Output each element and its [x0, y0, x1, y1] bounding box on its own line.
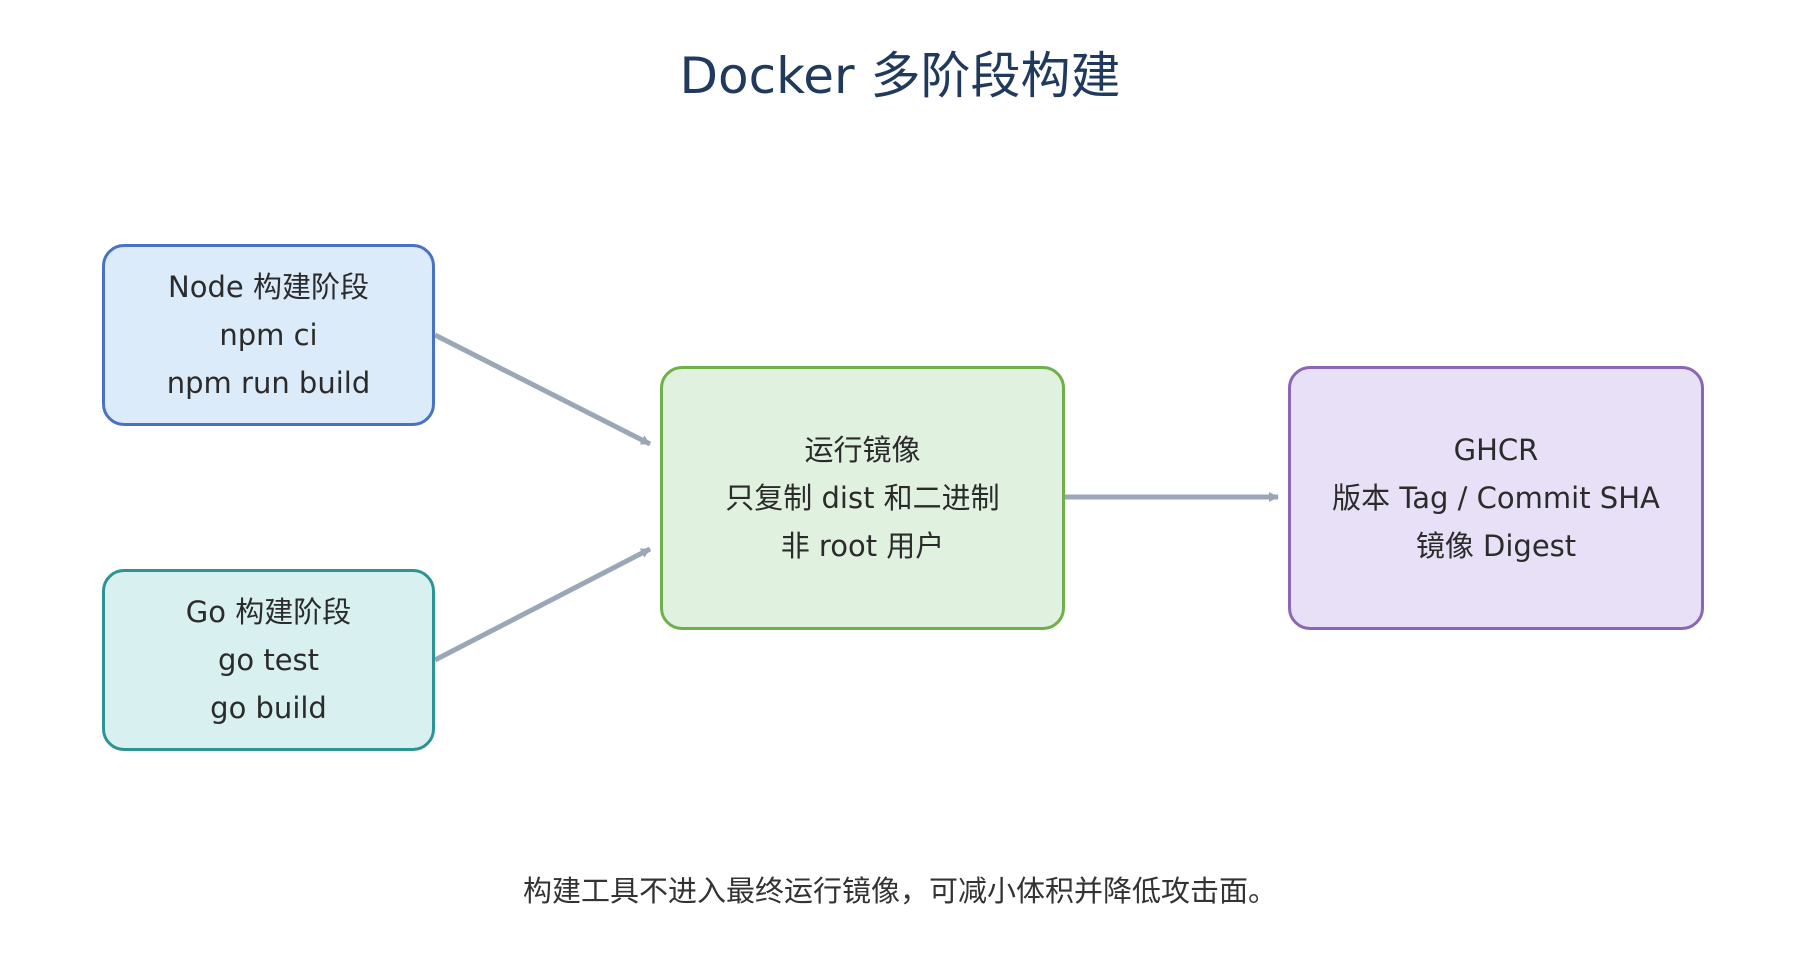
ghcr-registry-box: GHCR 版本 Tag / Commit SHA 镜像 Digest: [1288, 366, 1704, 630]
edge-go-stage-to-runtime: [433, 546, 652, 663]
go-build-stage-step-build: go build: [210, 691, 327, 725]
go-build-stage-step-test: go test: [217, 643, 320, 677]
ghcr-registry-tag-note: 版本 Tag / Commit SHA: [1332, 481, 1660, 515]
node-build-stage-step-build: npm run build: [166, 366, 371, 400]
edge-node-stage-to-runtime: [433, 332, 652, 447]
go-build-stage-title: Go 构建阶段: [185, 595, 352, 629]
go-build-stage-box: Go 构建阶段 go test go build: [102, 569, 435, 751]
diagram-title: Docker 多阶段构建: [679, 47, 1121, 105]
ghcr-registry-digest-note: 镜像 Digest: [1415, 529, 1577, 563]
runtime-image-title: 运行镜像: [804, 433, 921, 467]
runtime-image-copy-note: 只复制 dist 和二进制: [725, 481, 1000, 515]
node-build-stage-step-ci: npm ci: [219, 318, 318, 352]
diagram-caption: 构建工具不进入最终运行镜像，可减小体积并降低攻击面。: [522, 874, 1277, 908]
node-build-stage-title: Node 构建阶段: [168, 270, 369, 304]
runtime-image-user-note: 非 root 用户: [780, 529, 945, 563]
ghcr-registry-title: GHCR: [1453, 433, 1539, 467]
node-build-stage-box: Node 构建阶段 npm ci npm run build: [102, 244, 435, 426]
runtime-image-box: 运行镜像 只复制 dist 和二进制 非 root 用户: [660, 366, 1065, 630]
